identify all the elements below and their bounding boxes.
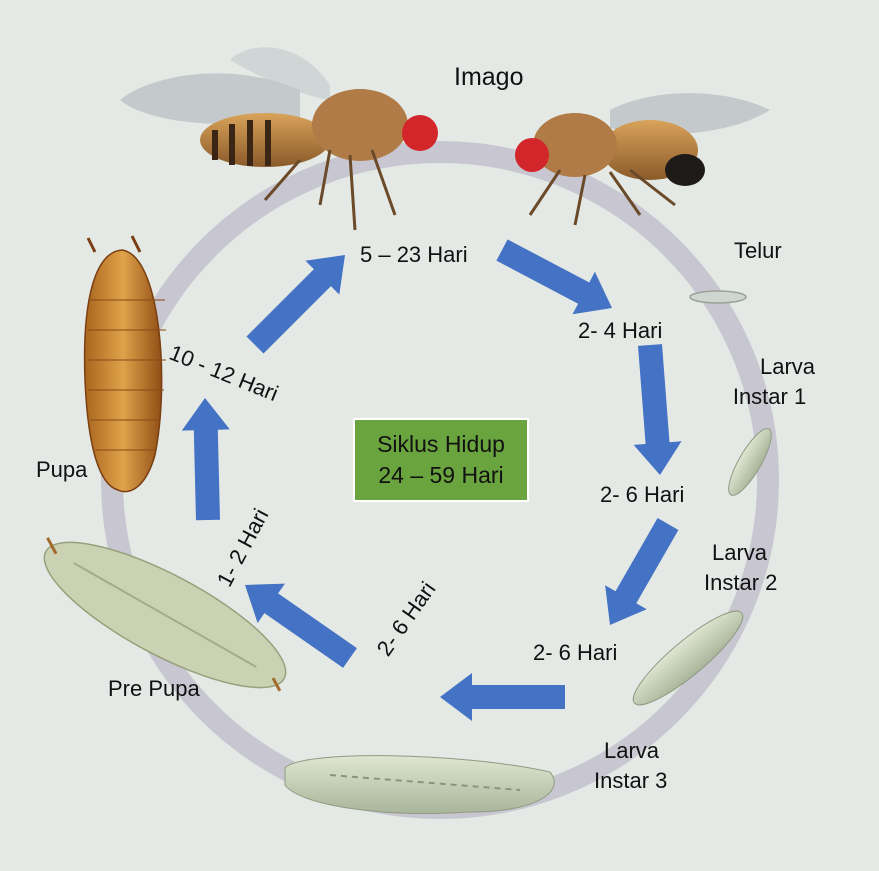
life-cycle-summary-box: Siklus Hidup 24 – 59 Hari	[353, 418, 529, 502]
larva1-line1: Larva	[760, 354, 816, 379]
cycle-arrows	[181, 239, 682, 721]
stage-label-telur: Telur	[734, 238, 782, 263]
arrow-larva3-to-prepupa	[245, 583, 357, 668]
arrow-pupa-to-imago	[246, 255, 345, 354]
larva2-line1: Larva	[712, 540, 768, 565]
duration-telur-to-larva1: 2- 4 Hari	[578, 318, 663, 343]
imago-fly-left-image	[120, 47, 438, 231]
larva3-line1: Larva	[604, 738, 660, 763]
larva-instar-2-image	[632, 610, 744, 706]
arrow-imago-to-telur	[496, 239, 612, 315]
larva-instar-3-image	[284, 755, 555, 814]
summary-total-duration: 24 – 59 Hari	[378, 462, 504, 488]
larva3-line2: Instar 3	[594, 768, 668, 793]
stage-label-larva-instar-2: Larva Instar 2	[704, 538, 777, 598]
larva1-line2: Instar 1	[732, 384, 807, 409]
egg-image	[689, 290, 747, 304]
duration-larva1-to-larva2: 2- 6 Hari	[600, 482, 685, 507]
stage-label-larva-instar-1: Larva Instar 1	[724, 352, 815, 412]
arrow-prepupa-to-pupa	[181, 398, 230, 521]
larva-instar-1-image	[728, 428, 772, 496]
stage-label-imago: Imago	[454, 63, 524, 91]
arrow-larva2-to-larva3	[440, 673, 565, 721]
duration-larva2-to-larva3: 2- 6 Hari	[533, 640, 618, 665]
summary-title: Siklus Hidup	[377, 431, 505, 457]
imago-fly-right-image	[515, 93, 770, 226]
stage-label-pre-pupa: Pre Pupa	[108, 676, 200, 701]
stage-label-larva-instar-3: Larva Instar 3	[594, 736, 667, 796]
duration-imago-to-telur: 5 – 23 Hari	[360, 242, 468, 267]
stage-label-pupa: Pupa	[36, 457, 88, 482]
pre-pupa-image	[43, 537, 287, 692]
arrow-telur-to-larva1	[633, 344, 682, 475]
pupa-image	[83, 235, 166, 493]
arrow-larva1-to-larva2	[605, 518, 679, 625]
larva2-line2: Instar 2	[704, 570, 778, 595]
